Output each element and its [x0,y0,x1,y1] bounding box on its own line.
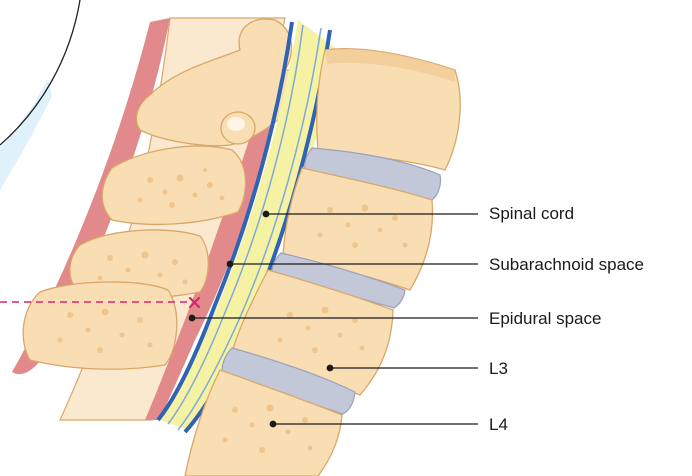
leader-dot-epidural [189,315,195,321]
label-spinal-cord: Spinal cord [489,205,574,222]
label-subarachnoid-space: Subarachnoid space [489,256,644,273]
leader-dot-l4 [270,421,276,427]
label-l3: L3 [489,360,508,377]
leader-dot-l3 [327,365,333,371]
leader-dot-subarachnoid [227,261,233,267]
label-l4: L4 [489,416,508,433]
label-epidural-space: Epidural space [489,310,601,327]
back-outline [0,0,80,145]
leader-dot-spinal-cord [263,211,269,217]
spinous-process-lower [23,282,177,369]
